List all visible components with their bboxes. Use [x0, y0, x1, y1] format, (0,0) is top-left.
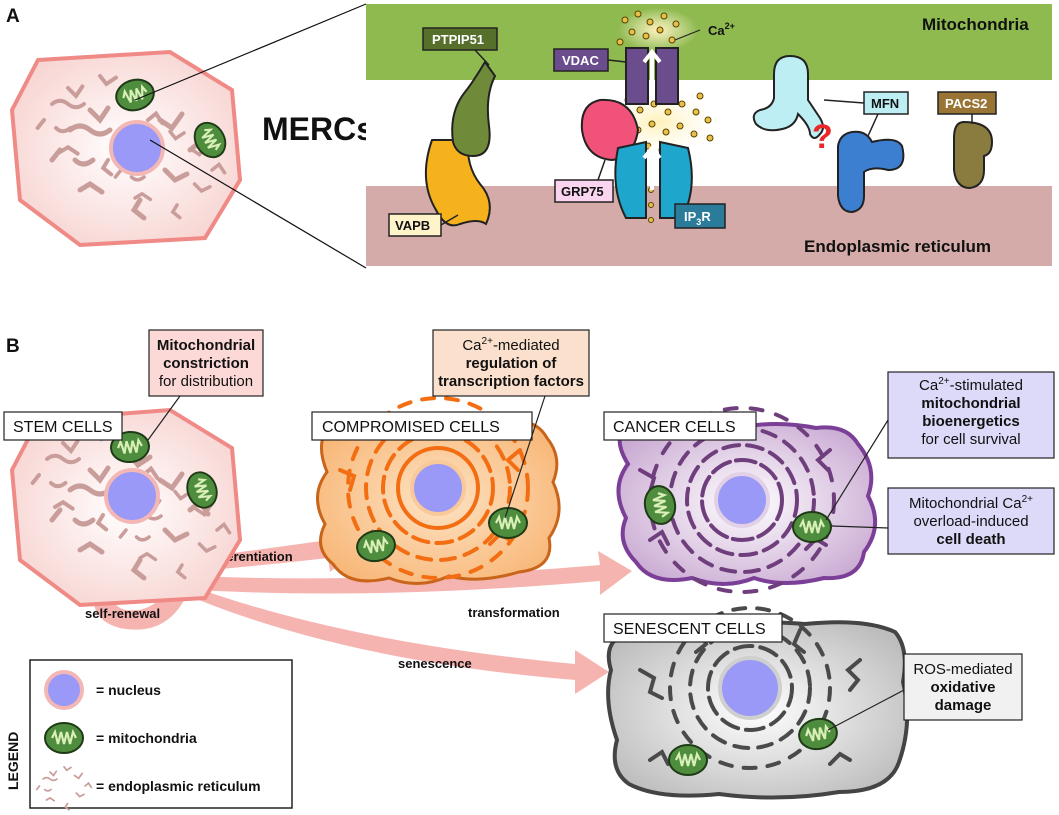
cancer-callout-2-line3: cell death	[936, 531, 1005, 548]
legend-mitochondria-label: = mitochondria	[96, 730, 197, 746]
cancer-label-box	[603, 411, 757, 441]
stem-cell	[9, 407, 243, 608]
panel-a-letter: A	[6, 6, 20, 27]
compromised-cell	[316, 396, 561, 585]
ptpip51-label: PTPIP51	[432, 32, 484, 47]
cancer-callout-1-line2: mitochondrial	[921, 395, 1020, 412]
stem-callout-line1: Mitochondrial	[157, 337, 255, 354]
compromised-callout-box	[432, 329, 590, 397]
pacs2-label-box	[937, 91, 997, 115]
senescence-label: senescence	[398, 656, 472, 671]
compromised-callout-line1: Ca2+-mediated	[462, 336, 559, 354]
mfn-label: MFN	[871, 96, 899, 111]
stem-callout-line2: constriction	[163, 355, 249, 372]
cancer-callout-1-line1: Ca2+-stimulated	[919, 376, 1023, 394]
stem-callout-line3: for distribution	[159, 373, 253, 390]
ip3r-label-box	[674, 203, 726, 229]
senescent-cells-label: SENESCENT CELLS	[613, 621, 766, 638]
grp75-label-box	[554, 179, 614, 203]
nucleus-icon	[109, 120, 165, 176]
vdac-label: VDAC	[562, 53, 599, 68]
stem-cells-label-box	[3, 411, 123, 441]
mfn-er-protein	[837, 130, 905, 214]
mitochondria-label: Mitochondria	[922, 15, 1029, 34]
cancer-callout-1-line3: bioenergetics	[922, 413, 1020, 430]
vapb-protein	[424, 139, 491, 227]
panel-a-stem-cell	[9, 49, 243, 248]
ptpip51-label-box	[422, 27, 498, 51]
grp75-protein	[580, 98, 640, 162]
question-mark: ?	[812, 118, 833, 156]
senescence-arrow	[175, 582, 609, 694]
ip3r-label: IP3R	[684, 209, 711, 227]
cancer-callout-2-box	[887, 487, 1055, 555]
nucleus-icon	[714, 472, 770, 528]
senescent-callout-line3: damage	[935, 697, 992, 714]
ptpip51-protein	[451, 60, 497, 158]
pacs2-protein	[953, 120, 994, 190]
stem-callout-box	[148, 329, 264, 397]
nucleus-icon	[410, 460, 466, 516]
mfn-mito-protein	[752, 54, 824, 139]
zoom-line-bottom	[149, 139, 367, 269]
senescent-label-box	[603, 613, 783, 643]
senescent-callout-line2: oxidative	[930, 679, 995, 696]
transformation-label: transformation	[468, 605, 560, 620]
cancer-callout-1-line4: for cell survival	[921, 431, 1020, 448]
compromised-label-box	[311, 411, 533, 441]
ip3r-protein	[614, 140, 693, 219]
compromised-cells-label: COMPROMISED CELLS	[322, 419, 500, 436]
pacs2-label: PACS2	[945, 96, 987, 111]
senescent-callout-box	[903, 653, 1023, 721]
senescent-callout-line1: ROS-mediated	[913, 661, 1012, 678]
transformation-arrow	[170, 551, 632, 595]
legend: LEGEND = nucleus = mitochondria = endopl…	[5, 659, 293, 811]
er-label: Endoplasmic reticulum	[804, 237, 991, 256]
self-renewal-label: self-renewal	[85, 606, 160, 621]
grp75-label: GRP75	[561, 184, 604, 199]
mitochondrion-icon	[791, 510, 833, 544]
compromised-callout-line2: regulation of	[466, 355, 558, 372]
legend-mitochondria-icon	[43, 721, 85, 755]
legend-nucleus-icon	[44, 670, 84, 710]
calcium-label: Ca2+	[708, 21, 735, 38]
legend-title: LEGEND	[5, 732, 21, 790]
mitochondrion-icon	[487, 506, 529, 540]
mercs-label: MERCs	[262, 111, 374, 147]
stem-cells-label: STEM CELLS	[13, 419, 113, 436]
cancer-callout-1-box	[887, 371, 1055, 459]
cancer-cells-label: CANCER CELLS	[613, 419, 736, 436]
nucleus-icon	[104, 468, 160, 524]
vapb-label: VAPB	[395, 218, 430, 233]
vdac-protein	[625, 47, 679, 105]
cancer-callout-2-line2: overload-induced	[913, 513, 1028, 530]
cancer-callout-2-line1: Mitochondrial Ca2+	[909, 494, 1033, 512]
nucleus-icon	[718, 656, 782, 720]
legend-er-label: = endoplasmic reticulum	[96, 778, 261, 794]
ip3r-arrow	[642, 144, 662, 190]
legend-nucleus-label: = nucleus	[96, 682, 161, 698]
panel-b-letter: B	[6, 336, 20, 357]
zoom-line-top	[134, 3, 367, 101]
compromised-callout-line3: transcription factors	[438, 373, 584, 390]
vdac-arrow	[642, 48, 662, 100]
mitochondrion-icon	[667, 743, 709, 777]
